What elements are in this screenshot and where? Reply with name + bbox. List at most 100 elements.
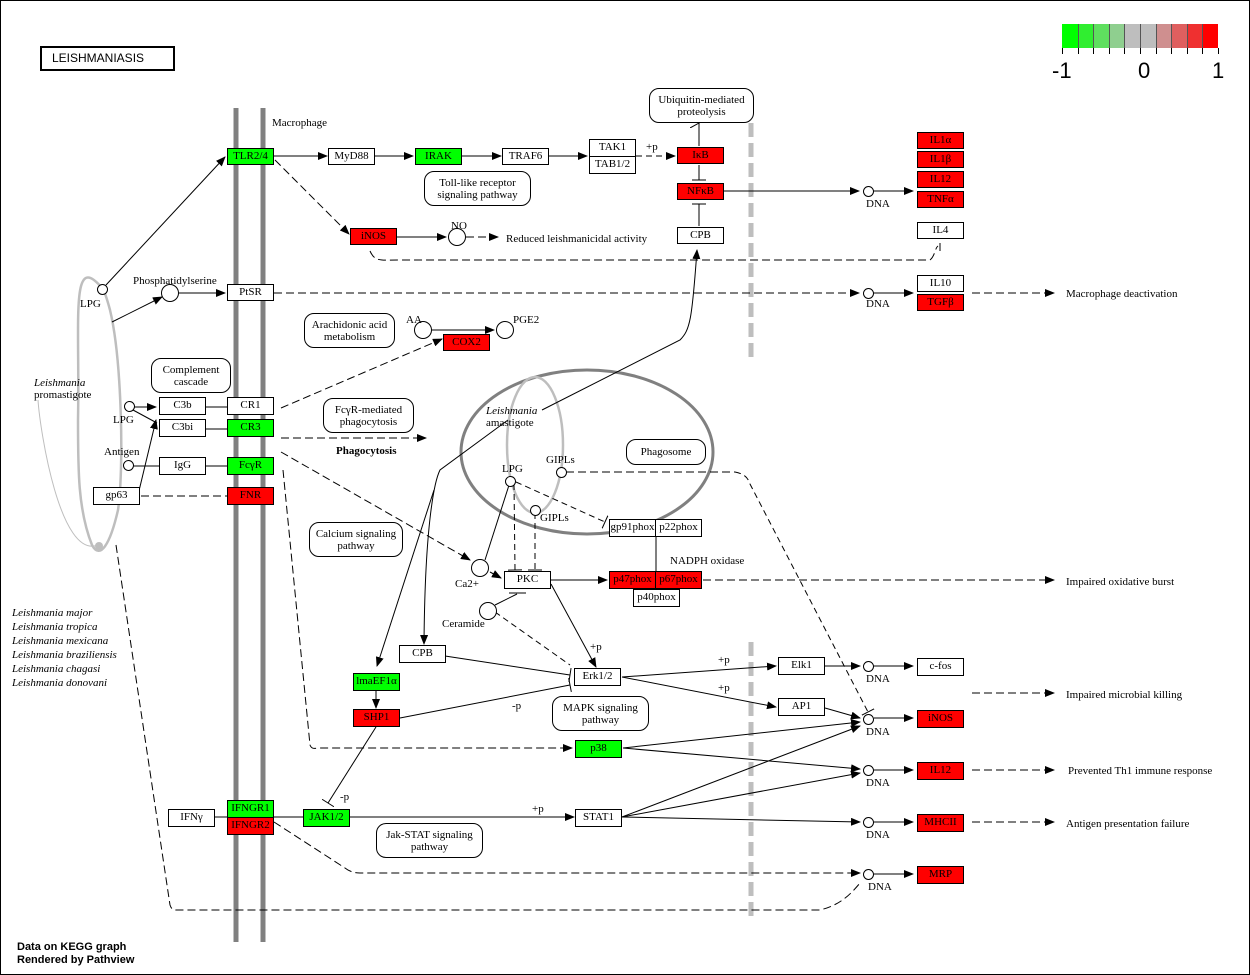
gene-ifng[interactable]: IFNγ (168, 809, 215, 827)
map-jak-stat-signaling[interactable]: Jak-STAT signaling pathway (376, 823, 483, 858)
gene-irak[interactable]: IRAK (415, 148, 462, 165)
gene-ptsr[interactable]: PtSR (227, 284, 274, 301)
dna-label: DNA (866, 726, 890, 738)
dephosphorylation-label: -p (340, 791, 350, 803)
gene-pkc[interactable]: PKC (504, 571, 551, 589)
gene-jak1-2[interactable]: JAK1/2 (303, 809, 350, 827)
gene-p38[interactable]: p38 (575, 740, 622, 758)
gene-shp1[interactable]: SHP1 (353, 709, 400, 727)
gene-p40phox[interactable]: p40phox (633, 589, 680, 607)
gene-cpb[interactable]: CPB (677, 227, 724, 244)
gene-gp91phox[interactable]: gp91phox (609, 519, 656, 537)
legend-tick (1202, 48, 1204, 54)
gene-lmaef1a[interactable]: lmaEF1α (353, 673, 400, 691)
gene-mhcii[interactable]: MHCII (917, 814, 964, 832)
gene-tgfb[interactable]: TGFβ (917, 294, 964, 311)
map-calcium-signaling[interactable]: Calcium signaling pathway (309, 522, 403, 557)
compound-lpg[interactable] (505, 476, 516, 487)
promastigote-flagellum (37, 399, 99, 547)
gene-p47phox[interactable]: p47phox (609, 571, 656, 589)
gene-traf6[interactable]: TRAF6 (502, 148, 549, 165)
map-arachidonic-acid[interactable]: Arachidonic acid metabolism (304, 313, 395, 348)
legend-tick (1140, 48, 1141, 54)
compound-antigen[interactable] (123, 460, 134, 471)
gene-inos[interactable]: iNOS (917, 710, 964, 728)
promastigote-label: promastigote (34, 389, 92, 401)
gene-tnfa[interactable]: TNFα (917, 191, 964, 208)
gene-c3b[interactable]: C3b (159, 397, 206, 415)
compound-lpg[interactable] (124, 401, 135, 412)
compound-lpg[interactable] (97, 284, 108, 295)
gene-il12[interactable]: IL12 (917, 762, 964, 780)
compound-pge2[interactable] (496, 321, 514, 339)
legend-separator (1155, 24, 1157, 48)
dna-node (863, 765, 874, 776)
gene-cr3[interactable]: CR3 (227, 419, 274, 437)
gene-cpb[interactable]: CPB (399, 645, 446, 663)
legend-max-label: 1 (1212, 58, 1225, 83)
impaired-oxidative-burst-label: Impaired oxidative burst (1066, 576, 1175, 588)
gene-tak1[interactable]: TAK1 (589, 139, 636, 157)
compound-calcium[interactable] (471, 559, 489, 577)
gene-tlr2-4[interactable]: TLR2/4 (227, 148, 274, 165)
gene-ifngr2[interactable]: IFNGR2 (227, 817, 274, 835)
aa-label: AA (406, 314, 422, 326)
map-toll-like-receptor[interactable]: Toll-like receptor signaling pathway (424, 171, 531, 206)
gene-p67phox[interactable]: p67phox (655, 571, 702, 589)
compound-gipls[interactable] (556, 467, 567, 478)
gene-il1b[interactable]: IL1β (917, 151, 964, 168)
gene-gp63[interactable]: gp63 (93, 487, 140, 505)
calcium-label: Ca2+ (455, 578, 479, 590)
compound-aa[interactable] (414, 321, 432, 339)
lpg-label: LPG (502, 463, 523, 475)
map-complement-cascade[interactable]: Complement cascade (151, 358, 231, 393)
phosphorylation-label: +p (718, 682, 730, 694)
legend-separator (1171, 24, 1173, 48)
footer-credit: Data on KEGG graph Rendered by Pathview (17, 941, 134, 967)
gene-igg[interactable]: IgG (159, 457, 206, 475)
gene-cr1[interactable]: CR1 (227, 397, 274, 415)
species-item: Leishmania braziliensis (12, 649, 117, 661)
legend-color-cell (1186, 24, 1203, 48)
gene-inos[interactable]: iNOS (350, 228, 397, 245)
pathway-title: LEISHMANIASIS (40, 46, 175, 71)
gene-il4[interactable]: IL4 (917, 222, 964, 239)
gene-stat1[interactable]: STAT1 (575, 809, 622, 827)
nadph-oxidase-label: NADPH oxidase (670, 555, 745, 567)
lpg-label: LPG (80, 298, 101, 310)
compound-ceramide[interactable] (479, 602, 497, 620)
gene-il1a[interactable]: IL1α (917, 132, 964, 149)
gene-fnr[interactable]: FNR (227, 487, 274, 505)
map-ubiquitin-proteolysis[interactable]: Ubiquitin-mediated proteolysis (649, 88, 754, 123)
gene-myd88[interactable]: MyD88 (328, 148, 375, 165)
legend-tick (1108, 48, 1110, 54)
gene-mrp[interactable]: MRP (917, 866, 964, 884)
map-fcgr-phagocytosis[interactable]: FcγR-mediated phagocytosis (323, 398, 414, 433)
gene-fcgr[interactable]: FcγR (227, 457, 274, 475)
compound-gipls[interactable] (530, 505, 541, 516)
gene-il12[interactable]: IL12 (917, 171, 964, 188)
lpg-label: LPG (113, 414, 134, 426)
gene-ap1[interactable]: AP1 (778, 698, 825, 716)
gene-c-fos[interactable]: c-fos (917, 658, 964, 676)
gene-p22phox[interactable]: p22phox (655, 519, 702, 537)
gene-c3bi[interactable]: C3bi (159, 419, 206, 437)
compound-no[interactable] (448, 228, 466, 246)
map-mapk-signaling[interactable]: MAPK signaling pathway (552, 696, 649, 731)
gene-erk1-2[interactable]: Erk1/2 (574, 668, 621, 686)
gene-ifngr1[interactable]: IFNGR1 (227, 800, 274, 818)
legend-color-cell (1108, 24, 1125, 48)
gene-nfkb[interactable]: NFκB (677, 183, 724, 200)
gene-il10[interactable]: IL10 (917, 275, 964, 292)
macrophage-deactivation-label: Macrophage deactivation (1066, 288, 1178, 300)
compound-phosphatidylserine[interactable] (161, 284, 179, 302)
gene-tab1-2[interactable]: TAB1/2 (589, 156, 636, 174)
gene-ikb[interactable]: IκB (677, 147, 724, 164)
gene-cox2[interactable]: COX2 (443, 334, 490, 351)
map-phagosome[interactable]: Phagosome (626, 439, 706, 465)
legend-color-cell (1202, 24, 1218, 48)
gene-elk1[interactable]: Elk1 (778, 657, 825, 675)
amastigote-label: amastigote (486, 417, 534, 429)
legend-color-cell (1062, 24, 1078, 48)
